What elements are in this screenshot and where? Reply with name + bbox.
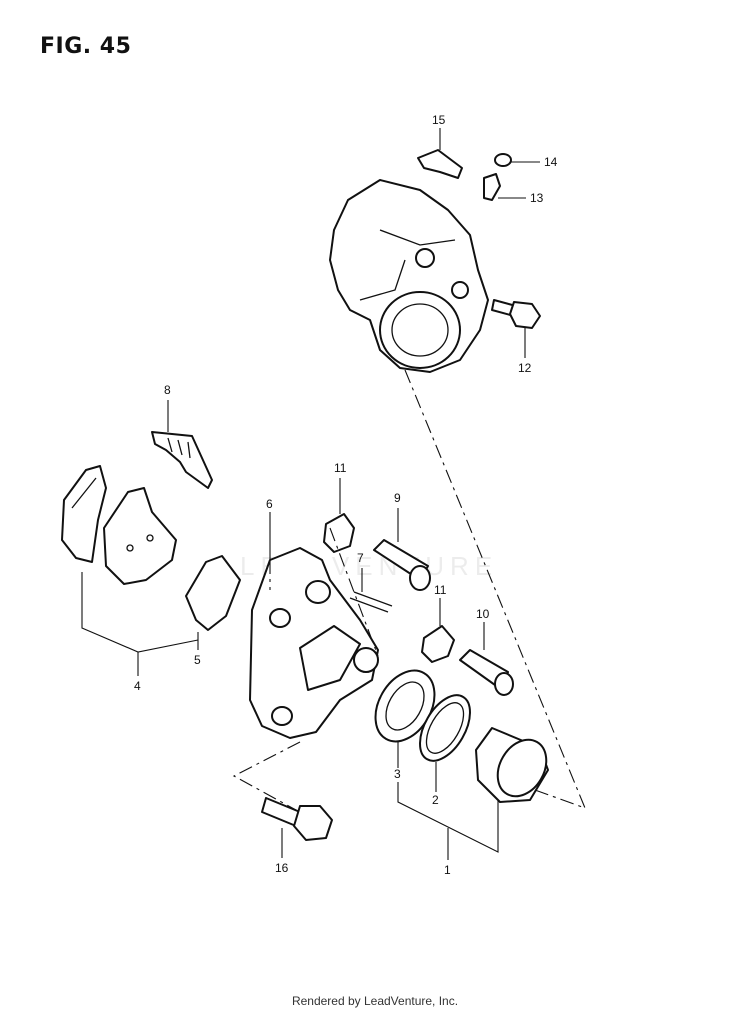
- part-15-pad-spring[interactable]: [417, 128, 463, 179]
- part-8-pad-retainer[interactable]: [151, 400, 213, 489]
- callout-7: 7: [357, 551, 364, 565]
- part-2-piston-seal[interactable]: [410, 687, 481, 792]
- callout-13: 13: [530, 191, 544, 205]
- part-3-dust-seal[interactable]: [363, 660, 446, 768]
- callout-4: 4: [134, 679, 141, 693]
- assembly-leader-lines: [232, 369, 586, 811]
- callout-1: 1: [444, 863, 451, 877]
- callout-9: 9: [394, 491, 401, 505]
- part-9-slide-pin[interactable]: [373, 508, 431, 591]
- callout-8: 8: [164, 383, 171, 397]
- figure-title: FIG. 45: [40, 34, 132, 59]
- part-6-caliper-holder[interactable]: [249, 512, 379, 739]
- callout-3: 3: [394, 767, 401, 781]
- part-4-brake-pads[interactable]: [61, 465, 199, 676]
- callout-14: 14: [544, 155, 558, 169]
- callout-2: 2: [432, 793, 439, 807]
- callout-11-lower: 11: [434, 583, 447, 597]
- part-12-bolt[interactable]: [491, 299, 541, 358]
- part-7-pin-clip[interactable]: [349, 568, 393, 613]
- callout-16: 16: [275, 861, 289, 875]
- part-5-pad-shim[interactable]: [185, 555, 241, 650]
- callout-15: 15: [432, 113, 446, 127]
- callout-10: 10: [476, 607, 490, 621]
- part-14-bleeder-cap[interactable]: [494, 153, 540, 167]
- part-1-piston[interactable]: [397, 727, 556, 860]
- callout-11-upper: 11: [334, 461, 347, 475]
- callout-6: 6: [266, 497, 273, 511]
- part-16-bolt[interactable]: [261, 797, 333, 858]
- footer-credit: Rendered by LeadVenture, Inc.: [291, 994, 459, 1008]
- part-10-slide-pin[interactable]: [459, 622, 514, 696]
- part-11-boot-upper[interactable]: [323, 478, 355, 553]
- callout-labels: 15 14 13 12 8 11 9 6 7 11 10 5 4 3 2 16 …: [134, 113, 558, 877]
- callout-5: 5: [194, 653, 201, 667]
- part-11-boot-lower[interactable]: [421, 598, 455, 663]
- caliper-body[interactable]: [329, 179, 489, 373]
- callout-12: 12: [518, 361, 532, 375]
- part-13-bleeder-valve[interactable]: [483, 173, 526, 201]
